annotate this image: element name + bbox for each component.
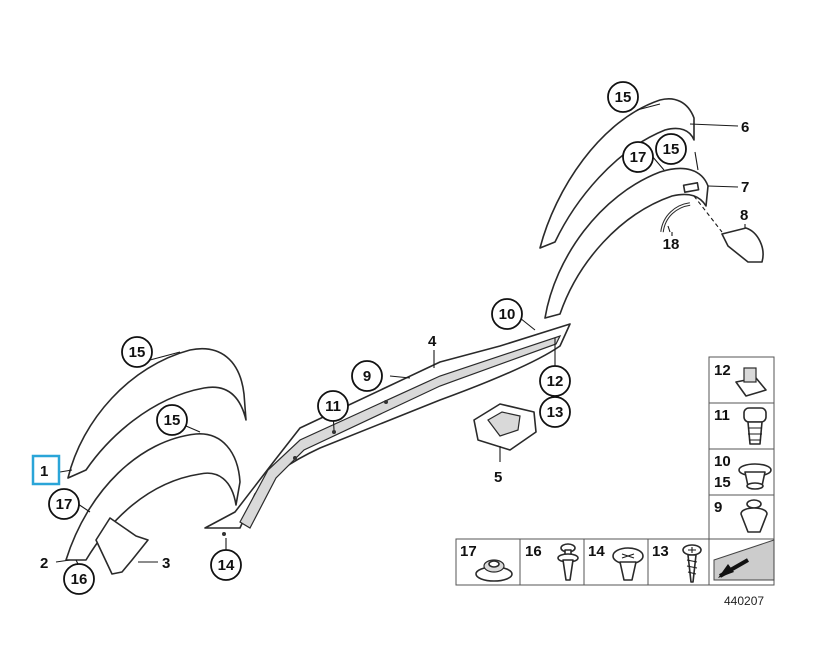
legend-right-num-9[interactable]: 9 bbox=[714, 499, 722, 516]
label-3[interactable]: 3 bbox=[162, 555, 170, 572]
side-sill-cover[interactable] bbox=[204, 323, 571, 536]
callout-10[interactable]: 10 bbox=[491, 298, 523, 330]
svg-text:15: 15 bbox=[615, 89, 632, 106]
callout-18[interactable]: 18 bbox=[663, 236, 680, 253]
callout-9[interactable]: 9 bbox=[351, 360, 383, 392]
push-rivet-icon bbox=[557, 543, 579, 581]
callout-15-front-top[interactable]: 15 bbox=[121, 336, 153, 368]
svg-text:14: 14 bbox=[218, 557, 235, 574]
legend-right-num-15[interactable]: 15 bbox=[714, 474, 731, 491]
rear-wheel-arch-outer[interactable] bbox=[539, 98, 739, 249]
callout-13[interactable]: 13 bbox=[539, 396, 571, 428]
svg-text:10: 10 bbox=[499, 306, 516, 323]
svg-text:15: 15 bbox=[663, 141, 680, 158]
svg-text:9: 9 bbox=[363, 368, 371, 385]
callout-12[interactable]: 12 bbox=[539, 365, 571, 397]
sill-bracket[interactable] bbox=[473, 403, 537, 462]
legend-bottom-num-17[interactable]: 17 bbox=[460, 543, 477, 560]
legend-right: 12 11 10 15 9 bbox=[708, 356, 775, 540]
callout-17-rear[interactable]: 17 bbox=[622, 141, 654, 173]
label-6[interactable]: 6 bbox=[741, 119, 749, 136]
grommet-icon bbox=[475, 559, 513, 582]
svg-text:13: 13 bbox=[547, 404, 564, 421]
front-wheel-arch-inner[interactable] bbox=[55, 433, 241, 563]
clip-nut-icon bbox=[735, 367, 767, 397]
label-8[interactable]: 8 bbox=[740, 207, 748, 224]
legend-right-num-11[interactable]: 11 bbox=[714, 407, 730, 424]
label-1[interactable]: 1 bbox=[40, 463, 48, 480]
callout-16[interactable]: 16 bbox=[63, 563, 95, 595]
callout-15-rear[interactable]: 15 bbox=[655, 133, 687, 165]
svg-text:17: 17 bbox=[56, 496, 73, 513]
plastic-clip-icon bbox=[738, 463, 772, 490]
rear-wheel-arch-inner[interactable] bbox=[544, 167, 739, 319]
legend-right-num-10[interactable]: 10 bbox=[714, 453, 731, 470]
push-clip-icon bbox=[740, 499, 768, 533]
reference-number: 440207 bbox=[724, 594, 764, 608]
expanding-rivet-icon bbox=[743, 407, 767, 445]
svg-text:15: 15 bbox=[129, 344, 146, 361]
highlight-box bbox=[31, 454, 61, 486]
legend-bottom-num-14[interactable]: 14 bbox=[588, 543, 605, 560]
callout-15-front-inner[interactable]: 15 bbox=[156, 404, 188, 436]
svg-text:11: 11 bbox=[325, 398, 341, 415]
svg-text:17: 17 bbox=[630, 149, 647, 166]
svg-text:15: 15 bbox=[164, 412, 181, 429]
legend-right-num-12[interactable]: 12 bbox=[714, 362, 731, 379]
svg-text:18: 18 bbox=[663, 236, 680, 253]
legend-bottom: 17 16 14 13 bbox=[455, 538, 775, 586]
label-5[interactable]: 5 bbox=[494, 469, 502, 486]
legend-bottom-num-13[interactable]: 13 bbox=[652, 543, 669, 560]
front-wheel-arch-outer[interactable] bbox=[59, 348, 247, 479]
trim-piece[interactable] bbox=[95, 517, 158, 575]
assembly-dash-line bbox=[693, 195, 723, 233]
legend-bottom-num-16[interactable]: 16 bbox=[525, 543, 542, 560]
tapping-screw-icon bbox=[682, 544, 702, 583]
svg-text:16: 16 bbox=[71, 571, 88, 588]
wedge-arrow-icon bbox=[713, 539, 775, 581]
callout-14[interactable]: 14 bbox=[210, 549, 242, 581]
label-4[interactable]: 4 bbox=[428, 333, 437, 350]
label-2[interactable]: 2 bbox=[40, 555, 48, 572]
callout-15-rear-top[interactable]: 15 bbox=[607, 81, 639, 113]
leader-lines bbox=[75, 103, 699, 569]
svg-text:12: 12 bbox=[547, 373, 564, 390]
callout-11[interactable]: 11 bbox=[317, 390, 349, 422]
seal-strip[interactable] bbox=[660, 202, 691, 233]
plastic-nut-icon bbox=[612, 547, 644, 581]
end-cap-part[interactable] bbox=[721, 224, 764, 263]
label-7[interactable]: 7 bbox=[741, 179, 749, 196]
callout-17-front[interactable]: 17 bbox=[48, 488, 80, 520]
